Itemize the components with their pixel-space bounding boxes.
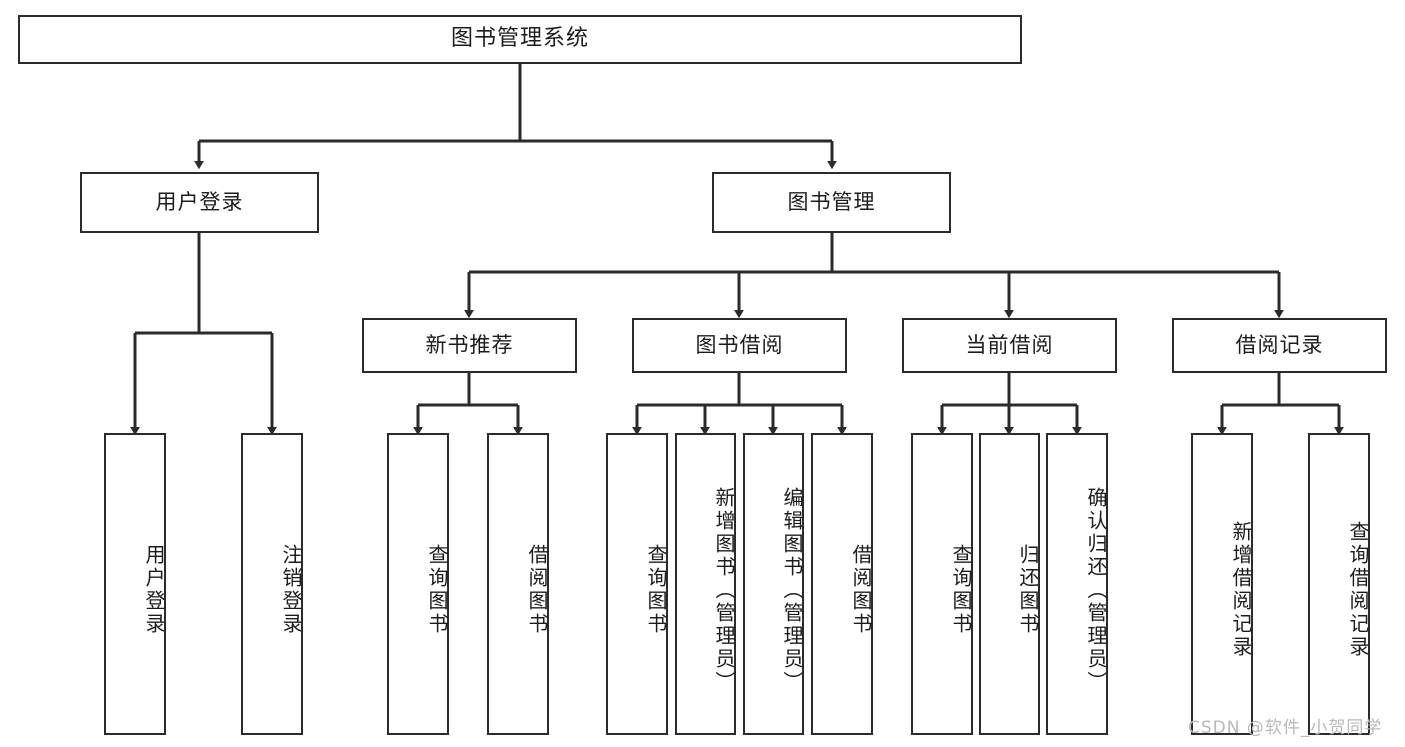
leaf-label: 借阅图书 — [525, 544, 549, 636]
leaf-current-borrow-return[interactable]: 归还图书 — [979, 433, 1040, 735]
leaf-label: 查询图书 — [425, 544, 449, 636]
node-root-system[interactable]: 图书管理系统 — [18, 15, 1022, 64]
leaf-new-book-borrow[interactable]: 借阅图书 — [487, 433, 549, 735]
leaf-book-borrow-edit[interactable]: 编辑图书（管理员） — [743, 433, 804, 735]
leaf-current-borrow-confirm[interactable]: 确认归还（管理员） — [1046, 433, 1108, 735]
leaf-label: 借阅图书 — [849, 544, 873, 636]
leaf-current-borrow-query[interactable]: 查询图书 — [911, 433, 973, 735]
node-borrow-record-label: 借阅记录 — [1235, 332, 1324, 357]
leaf-book-borrow-query[interactable]: 查询图书 — [606, 433, 668, 735]
leaf-label: 编辑图书（管理员） — [780, 486, 804, 694]
leaf-new-book-query[interactable]: 查询图书 — [387, 433, 449, 735]
leaf-book-borrow-add[interactable]: 新增图书（管理员） — [675, 433, 736, 735]
leaf-label: 确认归还（管理员） — [1084, 486, 1108, 694]
node-new-book-recommend-label: 新书推荐 — [425, 332, 514, 357]
leaf-label: 注销登录 — [279, 544, 303, 636]
leaf-label: 查询图书 — [644, 544, 668, 636]
node-root-label: 图书管理系统 — [450, 26, 589, 52]
node-current-borrow[interactable]: 当前借阅 — [902, 318, 1117, 373]
node-user-login-label: 用户登录 — [155, 189, 244, 214]
leaf-label: 用户登录 — [142, 544, 166, 636]
node-new-book-recommend[interactable]: 新书推荐 — [362, 318, 577, 373]
leaf-borrow-record-add[interactable]: 新增借阅记录 — [1191, 433, 1253, 735]
leaf-label: 查询图书 — [949, 544, 973, 636]
watermark-text: CSDN @软件_小贺同学 — [1188, 718, 1383, 738]
node-book-management[interactable]: 图书管理 — [712, 172, 951, 233]
leaf-book-borrow-borrow[interactable]: 借阅图书 — [811, 433, 873, 735]
node-user-login[interactable]: 用户登录 — [80, 172, 319, 233]
leaf-label: 归还图书 — [1016, 544, 1040, 636]
leaf-label: 查询借阅记录 — [1346, 521, 1370, 659]
leaf-label: 新增图书（管理员） — [712, 486, 736, 694]
leaf-user-login-logout[interactable]: 注销登录 — [241, 433, 303, 735]
node-current-borrow-label: 当前借阅 — [965, 332, 1054, 357]
node-book-borrow-label: 图书借阅 — [695, 332, 784, 357]
node-book-management-label: 图书管理 — [787, 189, 876, 214]
leaf-user-login-signin[interactable]: 用户登录 — [104, 433, 166, 735]
leaf-borrow-record-query[interactable]: 查询借阅记录 — [1308, 433, 1370, 735]
leaf-label: 新增借阅记录 — [1229, 521, 1253, 659]
node-book-borrow[interactable]: 图书借阅 — [632, 318, 847, 373]
node-borrow-record[interactable]: 借阅记录 — [1172, 318, 1387, 373]
